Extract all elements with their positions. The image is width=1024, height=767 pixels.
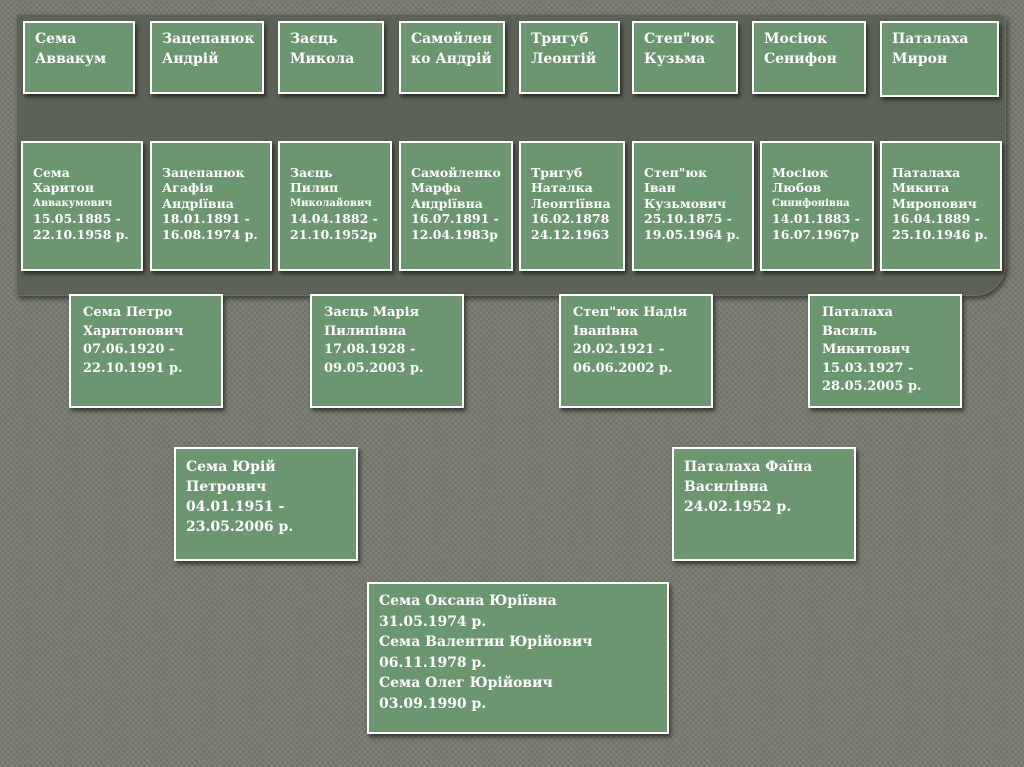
person-patronymic: Аввакумович bbox=[33, 197, 113, 209]
person-box-6: Степ"юк Іван Кузьмович 25.10.1875 - 19.0… bbox=[632, 141, 754, 271]
great-grandfather-box-3: Заєць Микола bbox=[278, 21, 384, 94]
person-dates: 14.04.1882 - 21.10.1952р bbox=[290, 211, 378, 242]
person-box-2: Зацепанюк Агафія Андріївна 18.01.1891 - … bbox=[150, 141, 272, 271]
person-patronymic: Синифонівна bbox=[772, 197, 850, 209]
person-dates: 15.05.1885 - 22.10.1958 р. bbox=[33, 211, 129, 242]
person-box-8: Паталаха Микита Миронович 16.04.1889 - 2… bbox=[880, 141, 1002, 271]
great-grandfather-box-4: Самойлен ко Андрій bbox=[399, 21, 505, 94]
person-patronymic: Миколайович bbox=[290, 197, 372, 209]
parent-box-3: Степ"юк Надія Іванівна 20.02.1921 - 06.0… bbox=[559, 294, 713, 408]
children-box: Сема Оксана Юріївна 31.05.1974 р. Сема В… bbox=[367, 582, 669, 734]
person-name: Степ"юк Іван Кузьмович 25.10.1875 - 19.0… bbox=[644, 164, 740, 242]
person-name: Зацепанюк Агафія Андріївна 18.01.1891 - … bbox=[162, 164, 258, 242]
person-name: Паталаха Микита Миронович 16.04.1889 - 2… bbox=[892, 164, 988, 242]
person-box-5: Тригуб Наталка Леонтіївна 16.02.1878 24.… bbox=[519, 141, 625, 271]
great-grandfather-box-7: Мосіюк Сенифон bbox=[752, 21, 866, 94]
great-grandfather-box-2: Зацепанюк Андрій bbox=[150, 21, 264, 94]
parent-box-2: Заєць Марія Пилипівна 17.08.1928 - 09.05… bbox=[310, 294, 464, 408]
parent-box-1: Сема Петро Харитонович 07.06.1920 - 22.1… bbox=[69, 294, 223, 408]
person-dates: 14.01.1883 - 16.07.1967р bbox=[772, 211, 860, 242]
person-name: Мосіюк Любов bbox=[772, 164, 829, 196]
person-name: Самойленко Марфа Андріївна 16.07.1891 - … bbox=[411, 164, 501, 242]
person-name: Сема Харитон bbox=[33, 164, 95, 196]
great-grandfather-box-8: Паталаха Мирон bbox=[880, 21, 999, 97]
person-name: Заєць Пилип bbox=[290, 164, 339, 196]
parent-box-4: Паталаха Василь Микитович 15.03.1927 - 2… bbox=[808, 294, 962, 408]
great-grandfather-box-6: Степ"юк Кузьма bbox=[632, 21, 738, 94]
couple-box-husband: Сема Юрій Петрович 04.01.1951 - 23.05.20… bbox=[174, 447, 358, 561]
person-name: Тригуб Наталка Леонтіївна 16.02.1878 24.… bbox=[531, 164, 611, 242]
great-grandfather-box-1: Сема Аввакум bbox=[23, 21, 135, 94]
couple-box-wife: Паталаха Фаїна Василівна 24.02.1952 р. bbox=[672, 447, 856, 561]
great-grandfather-box-5: Тригуб Леонтій bbox=[519, 21, 620, 94]
person-box-4: Самойленко Марфа Андріївна 16.07.1891 - … bbox=[399, 141, 513, 271]
